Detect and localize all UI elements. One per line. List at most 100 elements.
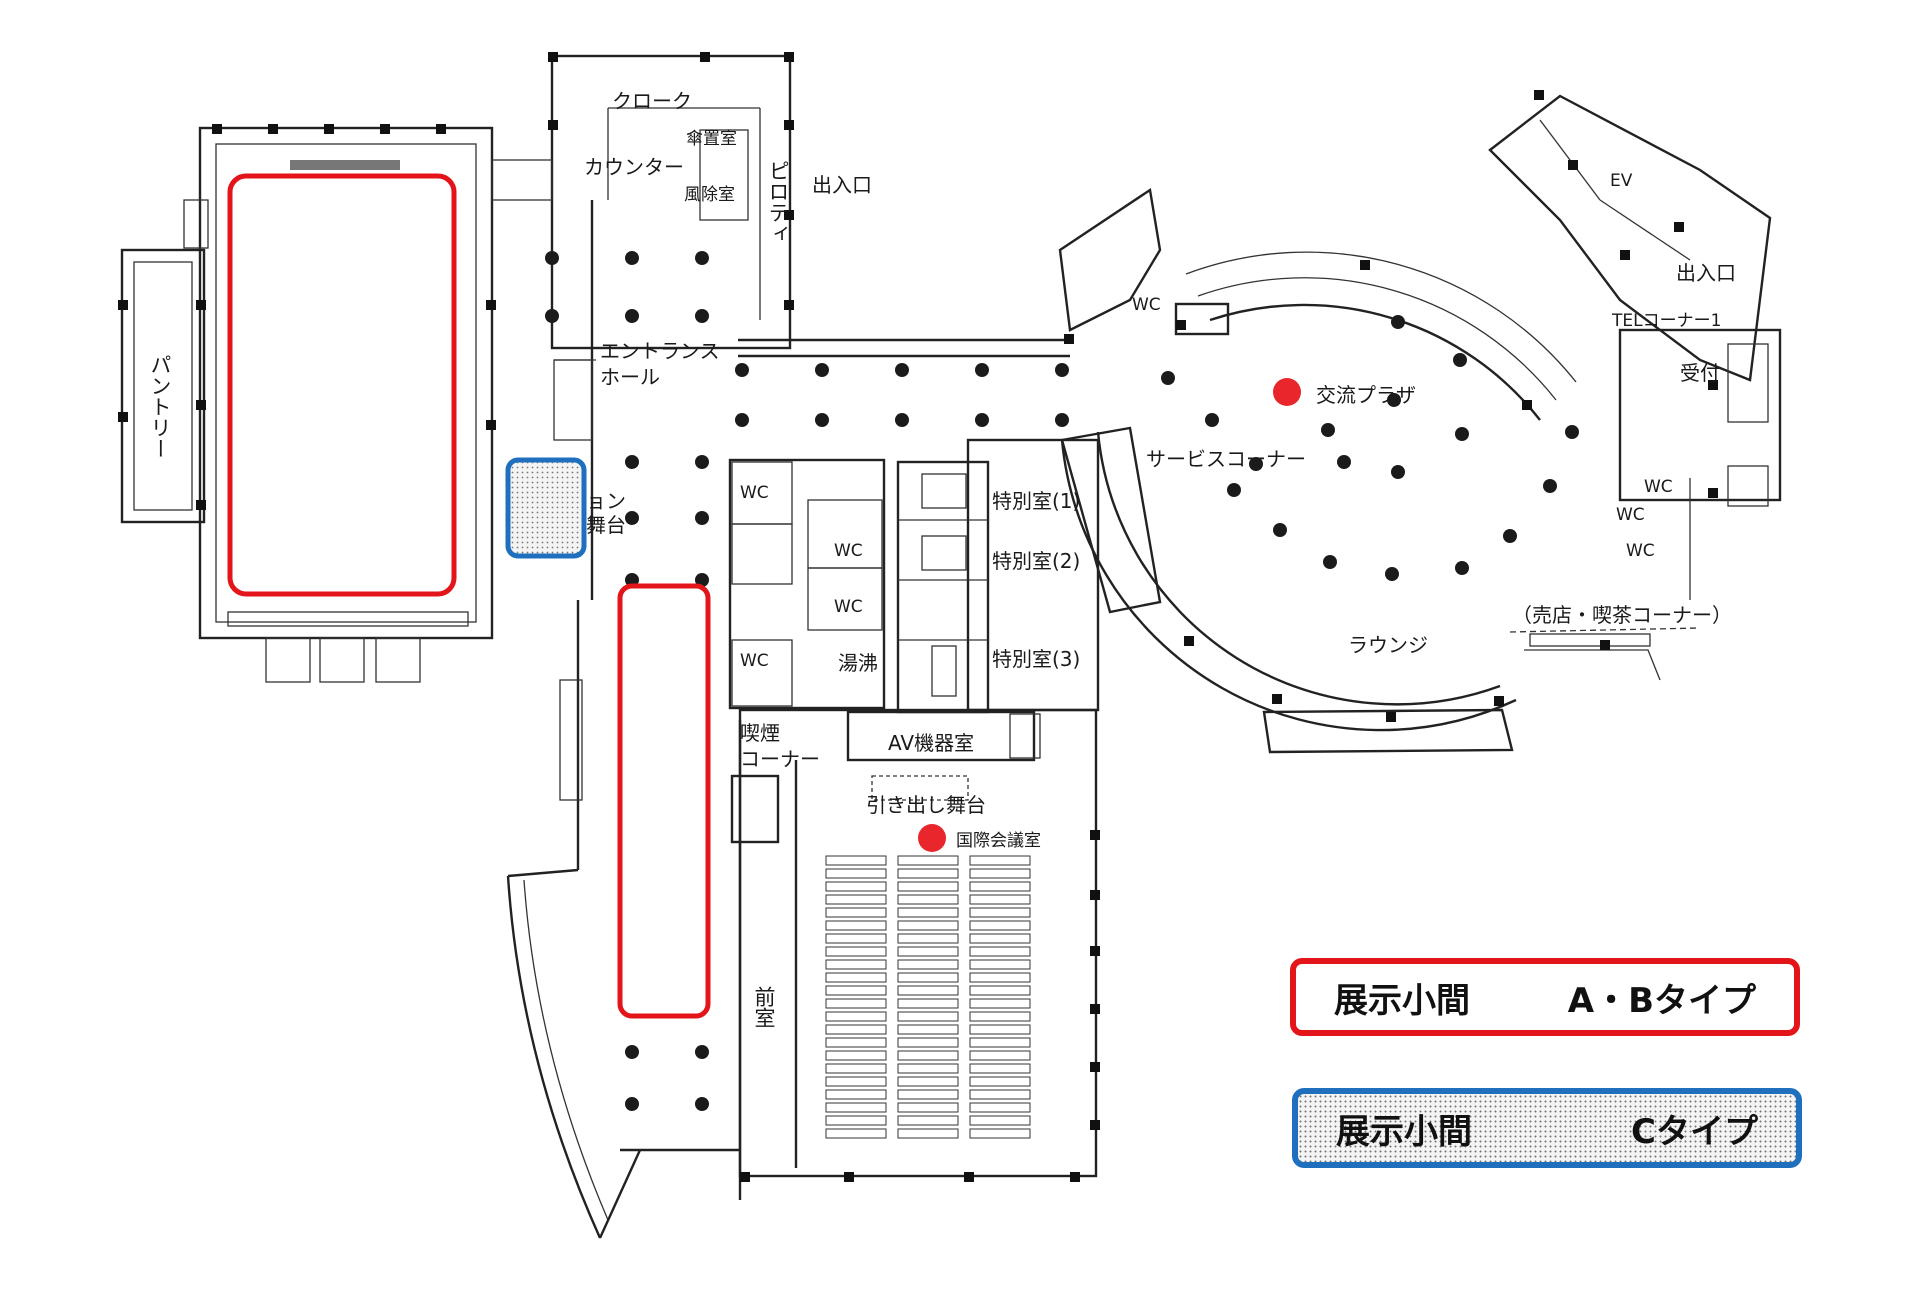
column: [735, 363, 749, 377]
column: [695, 1097, 709, 1111]
seat-row: [969, 907, 1031, 918]
column: [1453, 353, 1467, 367]
anteroom-label: 前室: [752, 986, 776, 1028]
seat-row: [969, 894, 1031, 905]
seat-row: [969, 868, 1031, 879]
seat-row: [969, 998, 1031, 1009]
column: [975, 363, 989, 377]
booth-c[interactable]: [505, 457, 587, 559]
seat-row: [897, 1050, 959, 1061]
piloti-label: ピロティ: [766, 160, 790, 244]
column: [1391, 315, 1405, 329]
column: [1455, 561, 1469, 575]
wc-label-1: WC: [740, 483, 769, 503]
banquet-hall: [118, 124, 496, 683]
seat-row: [969, 1063, 1031, 1074]
legend-c-booth: 展示小間 Cタイプ: [1292, 1088, 1802, 1168]
exit-label-top: 出入口: [812, 173, 872, 197]
seat-row: [969, 972, 1031, 983]
seat-row: [825, 1115, 887, 1126]
kettle-room-label: 湯沸: [838, 651, 878, 675]
column: [1387, 393, 1401, 407]
structural-columns: [545, 251, 1579, 1111]
conference-marker: [918, 824, 946, 852]
service-block: [728, 438, 1100, 714]
seat-row: [897, 868, 959, 879]
seat-row: [825, 1050, 887, 1061]
stage-side-label-2: 舞台: [586, 513, 626, 537]
seat-row: [897, 946, 959, 957]
seat-row: [969, 1102, 1031, 1113]
legend-ab-label: 展示小間: [1334, 980, 1470, 1021]
column: [1227, 483, 1241, 497]
column: [695, 251, 709, 265]
seat-row: [897, 1076, 959, 1087]
column: [695, 455, 709, 469]
seat-row: [825, 920, 887, 931]
column: [1323, 555, 1337, 569]
cloak-label: クローク: [612, 89, 692, 113]
seat-row: [969, 1089, 1031, 1100]
column: [625, 309, 639, 323]
seat-row: [897, 920, 959, 931]
column: [1273, 523, 1287, 537]
column: [1055, 413, 1069, 427]
seat-row: [897, 1128, 959, 1139]
wc-label-8: WC: [1626, 541, 1655, 561]
legend-ab-type: A・Bタイプ: [1567, 980, 1756, 1021]
column: [695, 309, 709, 323]
seat-row: [897, 998, 959, 1009]
seat-row: [969, 959, 1031, 970]
column: [1391, 465, 1405, 479]
ev-label: EV: [1610, 171, 1633, 191]
booth-ab-center[interactable]: [617, 583, 711, 1019]
seat-row: [825, 1037, 887, 1048]
seat-row: [825, 855, 887, 866]
seat-row: [969, 933, 1031, 944]
seat-row: [969, 920, 1031, 931]
lounge: [1058, 90, 1782, 754]
seat-row: [969, 1024, 1031, 1035]
seat-row: [969, 881, 1031, 892]
column: [815, 413, 829, 427]
seat-row: [825, 881, 887, 892]
seat-row: [825, 972, 887, 983]
seat-row: [897, 933, 959, 944]
reception-label: 受付: [1680, 361, 1720, 385]
seat-row: [969, 1076, 1031, 1087]
wc-label-3: WC: [834, 597, 863, 617]
column: [895, 413, 909, 427]
column: [695, 573, 709, 587]
seat-row: [969, 1115, 1031, 1126]
wc-label-2: WC: [834, 541, 863, 561]
seat-row: [969, 946, 1031, 957]
column: [1385, 567, 1399, 581]
wc-label-7: WC: [1616, 505, 1645, 525]
column: [1321, 423, 1335, 437]
entrance-hall-label-2: ホール: [600, 365, 660, 389]
column: [1503, 529, 1517, 543]
booth-ab-left[interactable]: [227, 173, 457, 597]
service-corner-label: サービスコーナー: [1146, 447, 1306, 471]
av-room-label: AV機器室: [888, 731, 974, 755]
wc-label-6: WC: [1644, 477, 1673, 497]
exit-label-right: 出入口: [1676, 261, 1736, 285]
seating-rows: [825, 855, 1031, 1139]
pull-stage-label: 引き出し舞台: [866, 793, 986, 817]
column: [625, 455, 639, 469]
pantry-label: パントリー: [148, 354, 172, 459]
column: [1543, 479, 1557, 493]
seat-row: [897, 1037, 959, 1048]
seat-row: [825, 998, 887, 1009]
seat-row: [825, 1063, 887, 1074]
seat-row: [825, 1102, 887, 1113]
seat-row: [897, 959, 959, 970]
column: [975, 413, 989, 427]
seat-row: [825, 1089, 887, 1100]
column: [695, 511, 709, 525]
seat-row: [825, 946, 887, 957]
seat-row: [969, 1128, 1031, 1139]
seat-row: [897, 894, 959, 905]
smoking-corner-label-1: 喫煙: [740, 721, 780, 745]
